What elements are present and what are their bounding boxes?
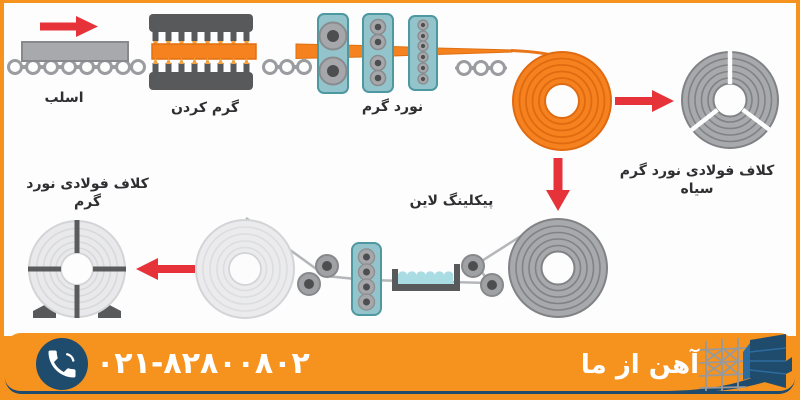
hot-rolled-coil-label: کلاف فولادی نورد گرم (26, 176, 149, 210)
heating-label: گرم کردن (171, 100, 239, 116)
phone-number: ۰۲۱-۸۲۸۰۰۸۰۲ (96, 346, 310, 381)
pickling-line-label: پیکلینگ لاین (409, 193, 494, 209)
black-coil-label: کلاف فولادی نورد گرم سیاه (619, 163, 775, 197)
hot-rolling-label: نورد گرم (361, 99, 424, 115)
slab-label: اسلب (44, 90, 84, 106)
brand-name: آهن از ما (580, 350, 700, 380)
